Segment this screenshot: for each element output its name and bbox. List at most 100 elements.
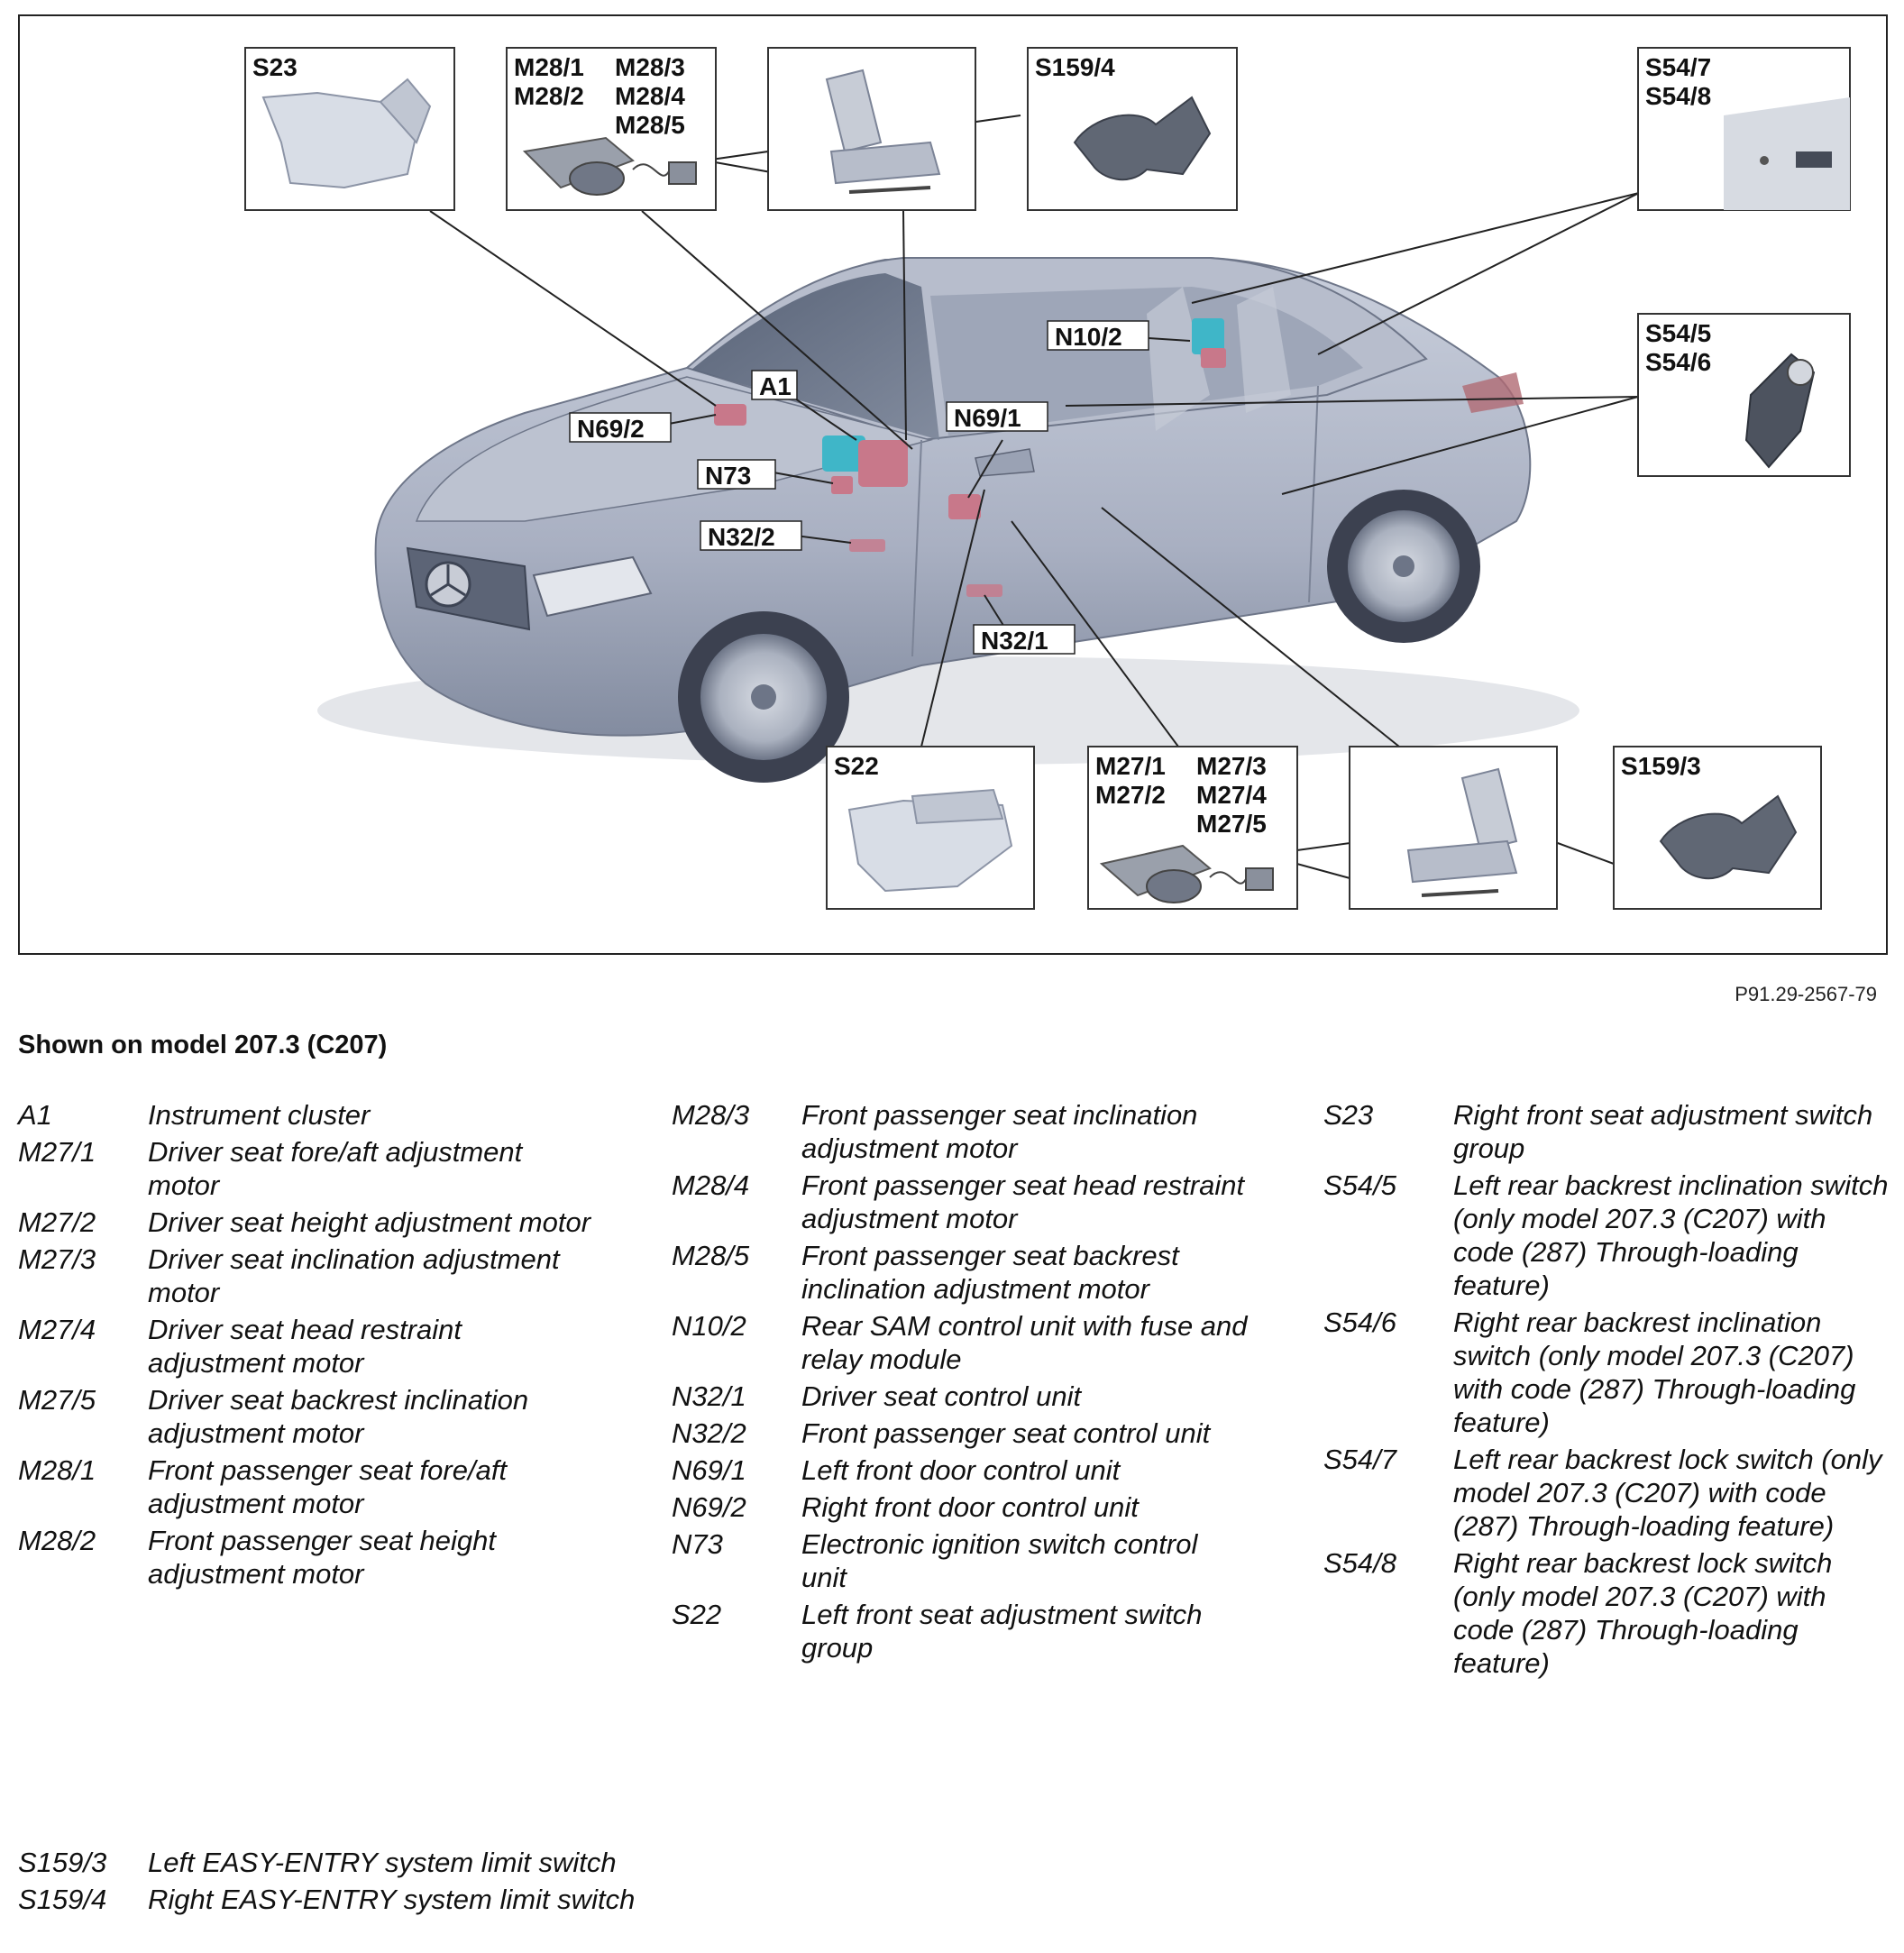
legend-description: Right EASY-ENTRY system limit switch [148, 1884, 636, 1915]
legend-code: N69/1 [672, 1454, 746, 1486]
component-box-s23: S23 [244, 47, 455, 211]
svg-text:N69/1: N69/1 [954, 404, 1021, 432]
legend-code: M28/3 [672, 1099, 750, 1131]
legend-code: M27/3 [18, 1243, 96, 1275]
box-label-m27-3: M27/3 [1196, 752, 1267, 780]
component-box-s22: S22 [826, 746, 1035, 910]
svg-text:N32/1: N32/1 [981, 627, 1048, 655]
legend-description: Front passenger seat fore/aft adjustment… [148, 1454, 508, 1519]
legend-code: M27/4 [18, 1314, 96, 1345]
box-label-s54-7: S54/7 [1645, 53, 1711, 81]
legend-code: N32/2 [672, 1417, 746, 1449]
legend-column-3: S23 Right front seat adjustment switch gr… [1323, 1098, 1891, 1683]
n32-1-component [966, 584, 1002, 597]
box-label-s54-5: S54/5 [1645, 319, 1711, 347]
legend-row: S22 Left front seat adjustment switch gro… [672, 1598, 1249, 1664]
legend-code: N69/2 [672, 1491, 746, 1523]
box-label-m28-5: M28/5 [615, 111, 685, 139]
legend-description: Right front seat adjustment switch group [1453, 1099, 1873, 1164]
legend-code: N73 [672, 1528, 723, 1560]
component-box-m27: M27/1 M27/2 M27/3 M27/4 M27/5 [1087, 746, 1298, 910]
legend-code: M27/1 [18, 1136, 96, 1168]
box-label-m27-4: M27/4 [1196, 781, 1267, 809]
legend-row: M27/4 Driver seat head restraint adjustme… [18, 1313, 595, 1380]
legend-description: Left front door control unit [801, 1454, 1121, 1486]
legend-description: Driver seat fore/aft adjustment motor [148, 1136, 523, 1201]
legend-code: M28/4 [672, 1169, 750, 1201]
box-label-s159-3: S159/3 [1621, 752, 1701, 780]
n69-1-component [948, 494, 981, 519]
legend-description: Front passenger seat height adjustment m… [148, 1525, 497, 1590]
legend-description: Driver seat head restraint adjustment mo… [148, 1314, 462, 1379]
legend-description: Front passenger seat head restraint adju… [801, 1169, 1245, 1234]
legend-row: M27/1 Driver seat fore/aft adjustment mot… [18, 1135, 595, 1202]
box-label-m28-2: M28/2 [514, 82, 584, 110]
legend-description: Instrument cluster [148, 1099, 371, 1131]
legend-code: M28/1 [18, 1454, 96, 1486]
callout-n32-2: N32/2 [700, 520, 802, 551]
legend-code: S22 [672, 1599, 722, 1630]
component-box-s159-3: S159/3 [1613, 746, 1822, 910]
box-label-m27-5: M27/5 [1196, 810, 1267, 838]
svg-text:N69/2: N69/2 [577, 415, 645, 443]
callout-n32-1: N32/1 [973, 624, 1076, 655]
svg-text:A1: A1 [759, 372, 792, 400]
legend-row: M28/1 Front passenger seat fore/aft adjus… [18, 1453, 595, 1520]
a1-component [822, 436, 865, 472]
legend-code: M27/2 [18, 1206, 96, 1238]
legend-code: N32/1 [672, 1380, 746, 1412]
component-box-seat-bottom [1349, 746, 1558, 910]
legend-description: Left rear backrest lock switch (only mod… [1453, 1444, 1882, 1542]
component-location-diagram: S23 M28/1 M28/2 M28/3 M28/4 M28/5 S159/4… [18, 14, 1888, 955]
n10-2-component [1192, 318, 1224, 354]
callout-n69-2: N69/2 [569, 412, 672, 443]
legend-description: Left EASY-ENTRY system limit switch [148, 1847, 617, 1878]
box-label-m28-3: M28/3 [615, 53, 685, 81]
component-box-s54-78: S54/7 S54/8 [1637, 47, 1851, 211]
box-label-s159-4: S159/4 [1035, 53, 1115, 81]
n32-2-component [849, 539, 885, 552]
component-box-m28: M28/1 M28/2 M28/3 M28/4 M28/5 [506, 47, 717, 211]
legend-description: Electronic ignition switch control unit [801, 1528, 1198, 1593]
legend-description: Right rear backrest lock switch (only mo… [1453, 1547, 1833, 1679]
component-box-s159-4: S159/4 [1027, 47, 1238, 211]
car-components [714, 318, 1226, 597]
callout-a1: A1 [751, 370, 798, 400]
legend-row: N73 Electronic ignition switch control un… [672, 1527, 1249, 1594]
legend-description: Front passenger seat control unit [801, 1417, 1211, 1449]
legend-row: N69/1 Left front door control unit [672, 1453, 1249, 1487]
box-label-m28-4: M28/4 [615, 82, 685, 110]
legend-description: Driver seat backrest inclination adjustm… [148, 1384, 529, 1449]
component-box-seat-top [767, 47, 976, 211]
legend-code: S23 [1323, 1099, 1374, 1131]
legend-row: N32/2 Front passenger seat control unit [672, 1417, 1249, 1450]
legend-code: S54/5 [1323, 1169, 1397, 1201]
legend-code: N10/2 [672, 1310, 746, 1342]
svg-text:N10/2: N10/2 [1055, 323, 1122, 351]
legend-description: Front passenger seat backrest inclinatio… [801, 1240, 1179, 1305]
legend-row: N32/1 Driver seat control unit [672, 1380, 1249, 1413]
box-label-m27-1: M27/1 [1095, 752, 1166, 780]
callout-n10-2: N10/2 [1047, 320, 1149, 351]
callout-n69-1: N69/1 [946, 401, 1048, 432]
legend-description: Driver seat control unit [801, 1380, 1082, 1412]
legend-row: M28/4 Front passenger seat head restraint… [672, 1169, 1249, 1235]
legend-description: Left front seat adjustment switch group [801, 1599, 1203, 1664]
figure-id: P91.29-2567-79 [1735, 983, 1877, 1005]
legend-description: Rear SAM control unit with fuse and rela… [801, 1310, 1248, 1375]
